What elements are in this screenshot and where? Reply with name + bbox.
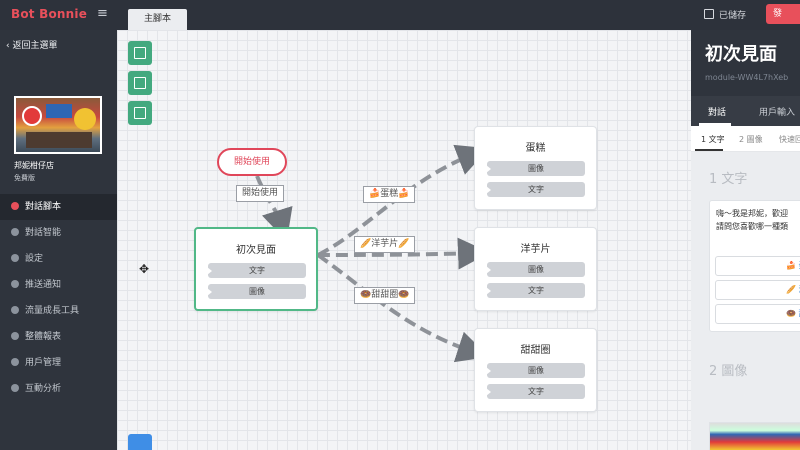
reply-button-chips[interactable]: 🥖 洋 — [715, 280, 800, 300]
sidebar-item-label: 互動分析 — [25, 384, 62, 394]
edge-cake — [317, 144, 489, 257]
panel-title[interactable]: 初次見面 — [705, 44, 777, 65]
sidebar-item-analytics[interactable]: 互動分析 — [0, 376, 117, 402]
analytics-icon — [11, 384, 19, 392]
node-title: 初次見面 — [236, 245, 276, 256]
node-cake[interactable]: 蛋糕 圖像 文字 — [474, 126, 597, 210]
plan-badge: 免費版 — [14, 174, 35, 182]
section-image-heading: 2 圖像 — [709, 364, 748, 379]
node-chips[interactable]: 洋芋片 圖像 文字 — [474, 227, 597, 311]
edge-label-chips[interactable]: 🥖洋芋片🥖 — [354, 236, 416, 253]
hamburger-icon[interactable]: ≡ — [97, 6, 108, 21]
edge-label-cake[interactable]: 🍰蛋糕🍰 — [363, 186, 416, 203]
subtab-image[interactable]: 2 圖像 — [739, 135, 763, 144]
flow-edges — [255, 144, 490, 363]
node-title: 蛋糕 — [525, 143, 546, 154]
subtab-quick-reply[interactable]: 快速回 — [779, 135, 800, 144]
sidebar-item-script[interactable]: 對話腳本 — [0, 194, 117, 220]
reply-button-cake[interactable]: 🍰 蛋 — [715, 256, 800, 276]
sidebar-item-label: 流量成長工具 — [25, 306, 80, 316]
sidebar-item-users[interactable]: 用戶管理 — [0, 350, 117, 376]
gear-icon — [11, 254, 19, 262]
chart-icon — [11, 306, 19, 314]
panel-header: 初次見面 module-WW4L7hXeb — [691, 30, 800, 96]
sidebar-item-growth[interactable]: 流量成長工具 — [0, 298, 117, 324]
edge-start — [255, 175, 293, 242]
reply-button-donut[interactable]: 🍩 甜 — [715, 304, 800, 324]
section-text-heading: 1 文字 — [709, 172, 748, 187]
sidebar-item-label: 推送通知 — [25, 280, 62, 290]
chat-icon — [11, 202, 19, 210]
edge-chips — [317, 237, 490, 270]
sidebar-item-label: 對話腳本 — [25, 202, 62, 212]
message-text[interactable]: 嗨～我是邦妮，歡迎 請問您喜歡哪一種類 — [716, 209, 788, 231]
toolbox-icon[interactable] — [128, 101, 152, 125]
back-to-main-menu[interactable]: ‹ 返回主選單 — [6, 38, 57, 51]
module-panel: 初次見面 module-WW4L7hXeb 對話 用戶輸入 1 文字 2 圖像 … — [691, 30, 800, 450]
shop-name: 邦妮柑仔店 — [14, 161, 54, 170]
move-cursor-icon: ✥ — [139, 262, 150, 276]
top-bar: Bot Bonnie ≡ 主腳本 已儲存 發 — [0, 0, 800, 30]
save-icon — [704, 9, 714, 19]
node-title: 甜甜圈 — [520, 345, 551, 356]
tab-main-script[interactable]: 主腳本 — [128, 9, 187, 30]
start-edge-label[interactable]: 開始使用 — [236, 185, 285, 202]
users-icon — [11, 358, 19, 366]
module-id: module-WW4L7hXeb — [705, 73, 789, 82]
content-subtabs: 1 文字 2 圖像 快速回 — [691, 126, 800, 152]
edge-label-donut[interactable]: 🍩甜甜圈🍩 — [354, 287, 416, 304]
chip-image[interactable]: 圖像 — [486, 161, 585, 176]
sidebar-item-settings[interactable]: 設定 — [0, 246, 117, 272]
node-title: 洋芋片 — [520, 244, 551, 255]
megaphone-icon — [11, 280, 19, 288]
add-module-icon[interactable] — [128, 41, 152, 65]
subtab-text[interactable]: 1 文字 — [701, 135, 725, 144]
tab-user-input[interactable]: 用戶輸入 — [759, 108, 796, 118]
publish-button[interactable]: 發 — [766, 4, 800, 24]
sidebar: ‹ 返回主選單 邦妮柑仔店 免費版 對話腳本 對話智能 設定 推送通知 流量成長… — [0, 30, 117, 450]
saved-status: 已儲存 — [704, 8, 746, 21]
sidebar-item-label: 用戶管理 — [25, 358, 62, 368]
chip-text[interactable]: 文字 — [207, 263, 306, 278]
chevron-left-icon: ‹ — [6, 41, 13, 51]
chip-image[interactable]: 圖像 — [486, 262, 585, 277]
active-tab-indicator — [699, 123, 731, 126]
bot-bonnie-logo[interactable]: Bot Bonnie — [11, 7, 88, 21]
sidebar-item-push[interactable]: 推送通知 — [0, 272, 117, 298]
brain-icon — [11, 228, 19, 236]
flow-canvas[interactable]: ✥ 開始使用 開始使用 🍰蛋糕🍰 🥖洋芋片🥖 🍩甜甜圈🍩 初次見面 文字 圖像 … — [117, 30, 691, 450]
sidebar-item-label: 設定 — [25, 254, 44, 264]
panel-tabs: 對話 用戶輸入 — [691, 96, 800, 126]
chip-image[interactable]: 圖像 — [207, 284, 306, 299]
sidebar-item-label: 整體報表 — [25, 332, 62, 342]
add-folder-icon[interactable] — [128, 71, 152, 95]
chip-text[interactable]: 文字 — [486, 182, 585, 197]
image-preview[interactable] — [709, 422, 800, 450]
sidebar-item-label: 對話智能 — [25, 228, 62, 238]
sidebar-menu: 對話腳本 對話智能 設定 推送通知 流量成長工具 整體報表 用戶管理 互動分析 — [0, 194, 117, 402]
text-message-card[interactable]: 嗨～我是邦妮，歡迎 請問您喜歡哪一種類 🍰 蛋 🥖 洋 🍩 甜 — [709, 200, 800, 332]
tab-dialog[interactable]: 對話 — [708, 108, 727, 118]
report-icon — [11, 332, 19, 340]
chip-text[interactable]: 文字 — [486, 384, 585, 399]
active-subtab-indicator — [695, 149, 723, 151]
node-donut[interactable]: 甜甜圈 圖像 文字 — [474, 328, 597, 412]
chip-text[interactable]: 文字 — [486, 283, 585, 298]
chip-image[interactable]: 圖像 — [486, 363, 585, 378]
locate-icon[interactable] — [128, 434, 152, 450]
sidebar-item-intelligence[interactable]: 對話智能 — [0, 220, 117, 246]
back-label: 返回主選單 — [12, 41, 58, 51]
start-node[interactable]: 開始使用 — [217, 148, 287, 176]
shop-avatar — [14, 96, 102, 154]
sidebar-item-report[interactable]: 整體報表 — [0, 324, 117, 350]
edge-donut — [316, 253, 490, 363]
saved-label: 已儲存 — [719, 11, 747, 21]
publish-label: 發 — [773, 9, 783, 19]
node-first-meet[interactable]: 初次見面 文字 圖像 — [194, 227, 318, 311]
